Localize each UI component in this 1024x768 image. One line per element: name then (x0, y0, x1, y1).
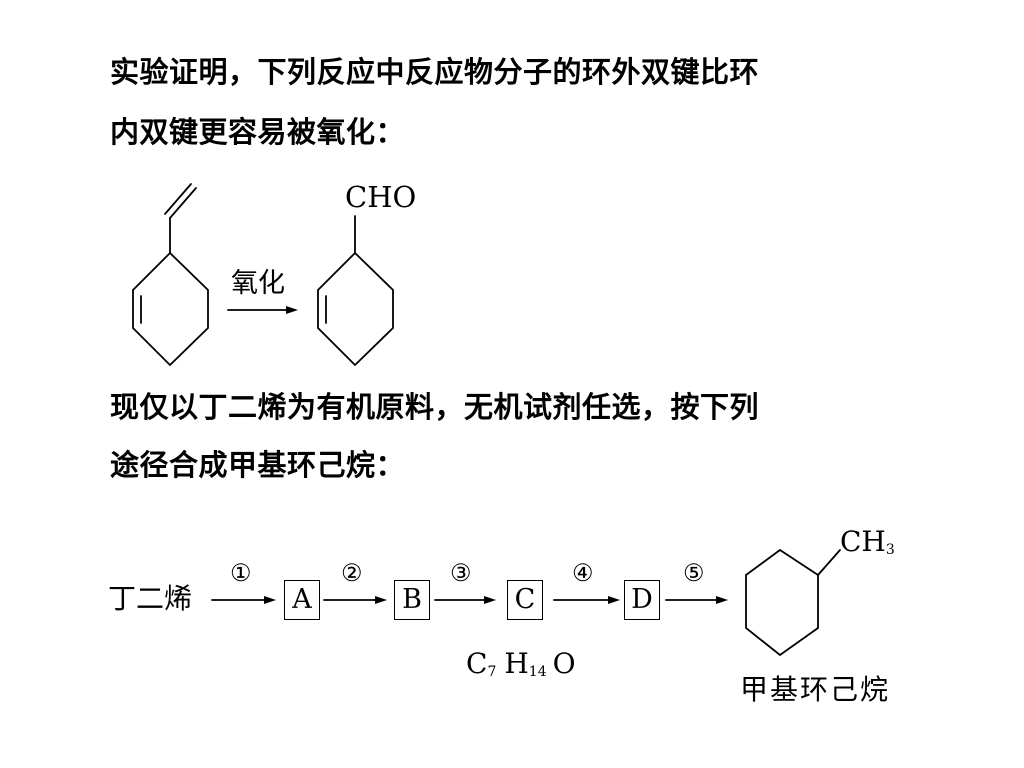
product-structure (317, 215, 394, 367)
reaction-condition: 氧化 (231, 268, 285, 299)
methyl-ch: CH (840, 525, 886, 558)
task-line-1: 现仅以丁二烯为有机原料，无机试剂任选，按下列 (110, 390, 760, 424)
intermediate-d-box: D (624, 580, 660, 620)
route-start: 丁二烯 (108, 582, 193, 615)
intro-line-2: 内双键更容易被氧化： (110, 115, 406, 149)
step-4-label: ④ (572, 559, 594, 587)
step-1-label: ① (230, 559, 252, 587)
step-5-label: ⑤ (683, 559, 705, 587)
task-line-2: 途径合成甲基环己烷： (110, 448, 406, 482)
step-2-label: ② (341, 559, 363, 587)
formula-c-oxygen: O (552, 647, 576, 680)
formula-c-carbon-count: 7 (487, 664, 497, 680)
methyl-subscript: 3 (885, 542, 895, 558)
methylcyclohexane-structure (745, 549, 841, 657)
formula-c-carbon: C (466, 647, 488, 680)
methyl-group-label: CH3 (840, 525, 895, 558)
intro-line-1: 实验证明，下列反应中反应物分子的环外双键比环 (110, 55, 760, 89)
intermediate-b-box: B (394, 580, 430, 620)
formula-c-hydrogen-count: 14 (528, 664, 547, 680)
product-name: 甲基环己烷 (740, 673, 891, 706)
step-3-label: ③ (450, 559, 472, 587)
intermediate-a-box: A (284, 580, 320, 620)
reactant-structure (132, 183, 209, 367)
route-arrows (211, 596, 728, 604)
product-group-label: CHO (345, 180, 417, 214)
formula-c-hydrogen: H (504, 647, 529, 680)
intermediate-c-box: C (507, 580, 543, 620)
